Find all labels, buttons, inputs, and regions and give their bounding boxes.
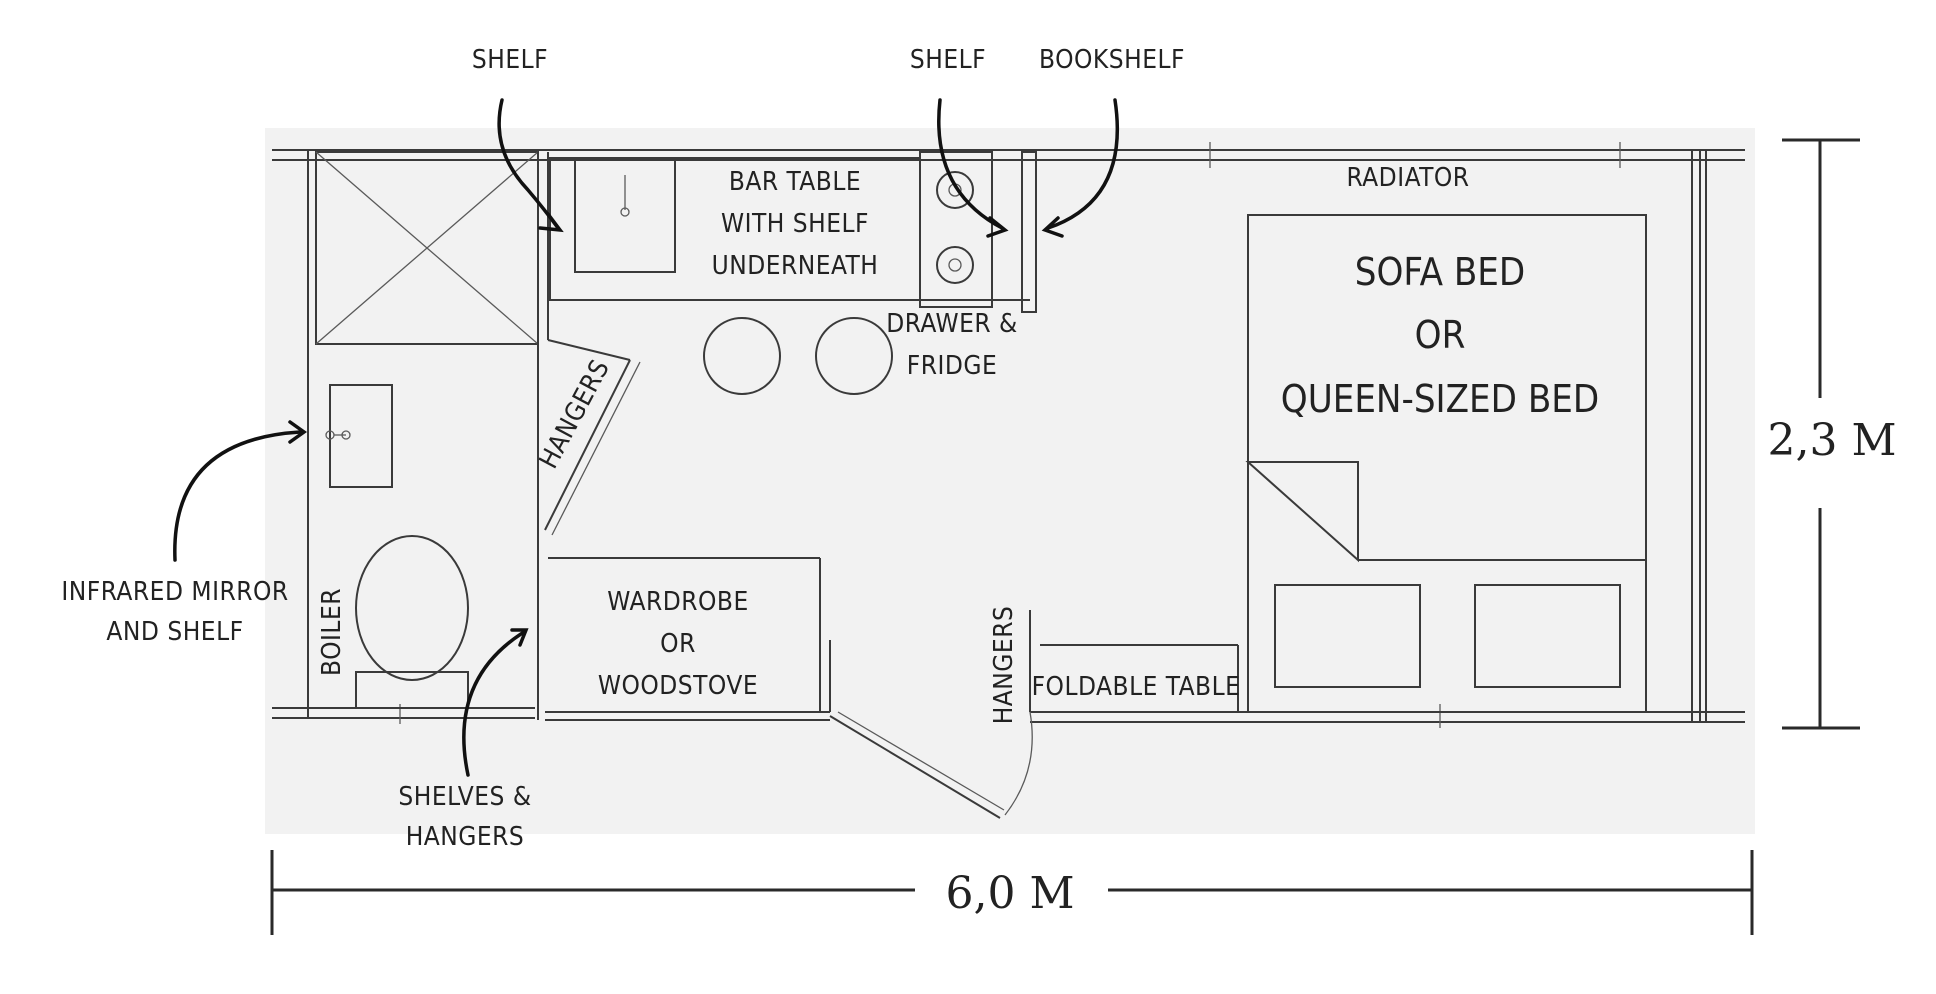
shower <box>315 151 549 720</box>
dimension-width: 6,0 M <box>945 868 1074 919</box>
entrance-door <box>829 711 1033 819</box>
label-mirror-1: INFRARED MIRROR <box>61 577 288 607</box>
label-sofa-3: QUEEN-SIZED BED <box>1281 377 1599 421</box>
label-shelf-right: SHELF <box>910 45 986 75</box>
label-bar-table-1: BAR TABLE <box>729 167 861 197</box>
foldable-table <box>1029 610 1239 712</box>
dimension-height: 2,3 M <box>1767 415 1896 466</box>
label-bar-table-2: WITH SHELF <box>721 209 869 239</box>
bed <box>1245 214 1647 713</box>
label-shelf-left: SHELF <box>472 45 548 75</box>
label-hangers-bottom: HANGERS <box>989 606 1019 725</box>
label-radiator: RADIATOR <box>1346 163 1469 193</box>
label-drawer-1: DRAWER & <box>886 309 1018 339</box>
label-boiler: BOILER <box>317 588 347 676</box>
label-shelves-2: HANGERS <box>406 822 525 852</box>
annotation-arrows <box>173 98 1120 777</box>
bathroom-sink <box>325 384 393 488</box>
label-wardrobe-3: WOODSTOVE <box>598 671 758 701</box>
label-sofa-1: SOFA BED <box>1355 250 1525 294</box>
label-bar-table-3: UNDERNEATH <box>712 251 879 281</box>
label-sofa-2: OR <box>1415 313 1466 357</box>
wardrobe <box>548 557 831 712</box>
dimension-lines <box>270 138 1860 935</box>
kitchen-counter <box>549 151 1037 313</box>
label-foldable-table: FOLDABLE TABLE <box>1032 672 1241 702</box>
label-shelves-1: SHELVES & <box>398 782 531 812</box>
hangers-partition-top <box>544 339 641 536</box>
label-wardrobe-1: WARDROBE <box>607 587 748 617</box>
label-bookshelf: BOOKSHELF <box>1039 45 1185 75</box>
bar-stools <box>703 317 893 395</box>
label-mirror-2: AND SHELF <box>106 617 243 647</box>
toilet <box>355 535 469 709</box>
floor-area <box>265 128 1755 834</box>
label-wardrobe-2: OR <box>660 629 696 659</box>
outer-walls <box>272 142 1745 728</box>
label-drawer-2: FRIDGE <box>907 351 998 381</box>
